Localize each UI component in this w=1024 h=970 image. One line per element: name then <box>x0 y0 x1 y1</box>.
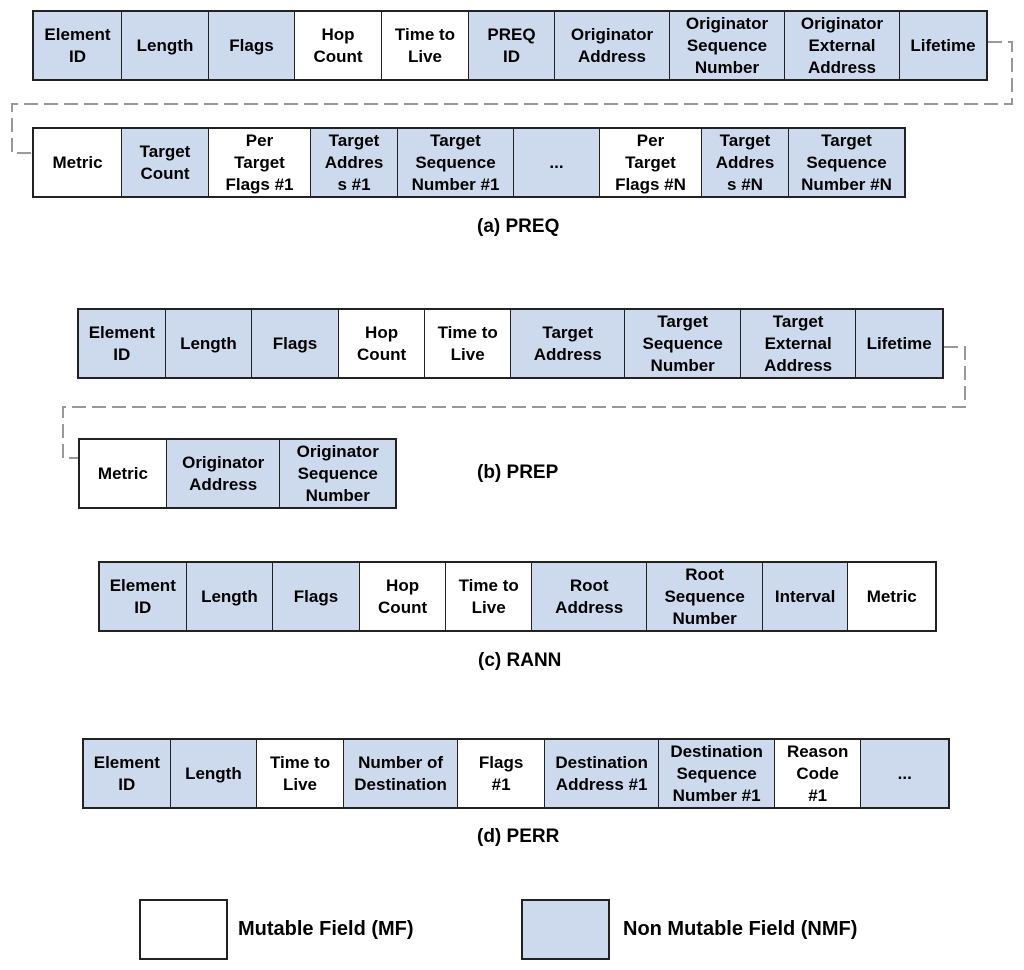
field-element-id: Element ID <box>79 310 166 377</box>
legend-mutable-label: Mutable Field (MF) <box>238 918 414 940</box>
field-originator-address: Originator Address <box>166 440 281 507</box>
field-flags: Flags <box>209 12 295 79</box>
field-per-target-flags-n: Per Target Flags #N <box>600 129 702 196</box>
field-target-sequence-number-1: Target Sequence Number #1 <box>398 129 514 196</box>
rann-caption: (c) RANN <box>478 650 562 671</box>
prep-continuation-connector <box>62 346 966 459</box>
field-reason-code-1: Reason Code #1 <box>774 740 862 807</box>
field-element-id: Element ID <box>34 12 122 79</box>
field-time-to-live: Time to Live <box>425 310 511 377</box>
field-metric: Metric <box>848 563 936 630</box>
field-target-addres-s-n: Target Addres s #N <box>702 129 789 196</box>
field-ellipsis: ... <box>514 129 600 196</box>
field-metric: Metric <box>80 440 167 507</box>
field-root-sequence-number: Root Sequence Number <box>647 563 763 630</box>
legend-non-mutable-label: Non Mutable Field (NMF) <box>623 918 858 940</box>
field-length: Length <box>122 12 209 79</box>
field-originator-external-address: Originator External Address <box>785 12 900 79</box>
field-flags: Flags <box>252 310 339 377</box>
legend-non-mutable-swatch <box>521 899 610 960</box>
field-target-count: Target Count <box>122 129 209 196</box>
field-lifetime: Lifetime <box>900 12 986 79</box>
field-hop-count: Hop Count <box>338 310 426 377</box>
field-time-to-live: Time to Live <box>446 563 532 630</box>
prep-caption: (b) PREP <box>477 462 559 483</box>
field-target-addres-s-1: Target Addres s #1 <box>311 129 398 196</box>
field-hop-count: Hop Count <box>295 12 382 79</box>
field-length: Length <box>186 563 274 630</box>
perr-caption: (d) PERR <box>477 826 560 847</box>
field-number-of-destination: Number of Destination <box>343 740 459 807</box>
field-destination-sequence-number-1: Destination Sequence Number #1 <box>659 740 775 807</box>
field-lifetime: Lifetime <box>856 310 942 377</box>
legend-mutable-swatch <box>139 899 228 960</box>
field-flags-1: Flags #1 <box>458 740 545 807</box>
field-target-sequence-number-n: Target Sequence Number #N <box>789 129 904 196</box>
field-destination-address-1: Destination Address #1 <box>544 740 660 807</box>
field-ellipsis: ... <box>861 740 949 807</box>
field-metric: Metric <box>34 129 122 196</box>
field-time-to-live: Time to Live <box>257 740 344 807</box>
preq-continuation-connector <box>11 41 1013 154</box>
field-target-address: Target Address <box>510 310 626 377</box>
field-preq-id: PREQ ID <box>469 12 555 79</box>
preq-caption: (a) PREQ <box>477 216 560 237</box>
field-time-to-live: Time to Live <box>382 12 469 79</box>
field-length: Length <box>170 740 258 807</box>
field-originator-address: Originator Address <box>555 12 670 79</box>
field-length: Length <box>165 310 253 377</box>
field-target-external-address: Target External Address <box>740 310 857 377</box>
field-target-sequence-number: Target Sequence Number <box>625 310 741 377</box>
field-interval: Interval <box>762 563 849 630</box>
field-root-address: Root Address <box>531 563 648 630</box>
field-element-id: Element ID <box>100 563 187 630</box>
field-per-target-flags-1: Per Target Flags #1 <box>209 129 311 196</box>
field-flags: Flags <box>273 563 360 630</box>
field-hop-count: Hop Count <box>359 563 447 630</box>
field-originator-sequence-number: Originator Sequence Number <box>280 440 395 507</box>
field-originator-sequence-number: Originator Sequence Number <box>670 12 785 79</box>
field-element-id: Element ID <box>84 740 171 807</box>
